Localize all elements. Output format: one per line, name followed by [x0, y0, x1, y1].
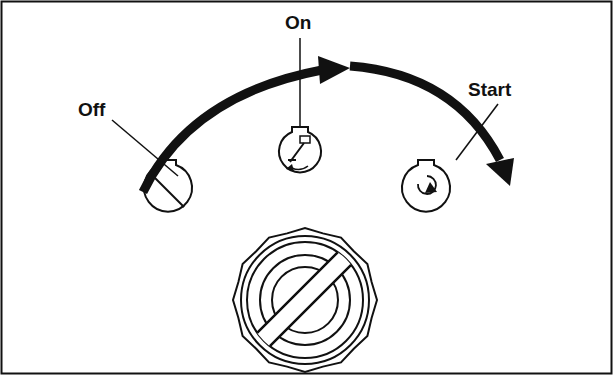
position-label: Off	[78, 100, 105, 119]
position-label: Start	[468, 80, 511, 99]
knob-outline	[233, 228, 377, 372]
position-label: On	[285, 13, 311, 32]
